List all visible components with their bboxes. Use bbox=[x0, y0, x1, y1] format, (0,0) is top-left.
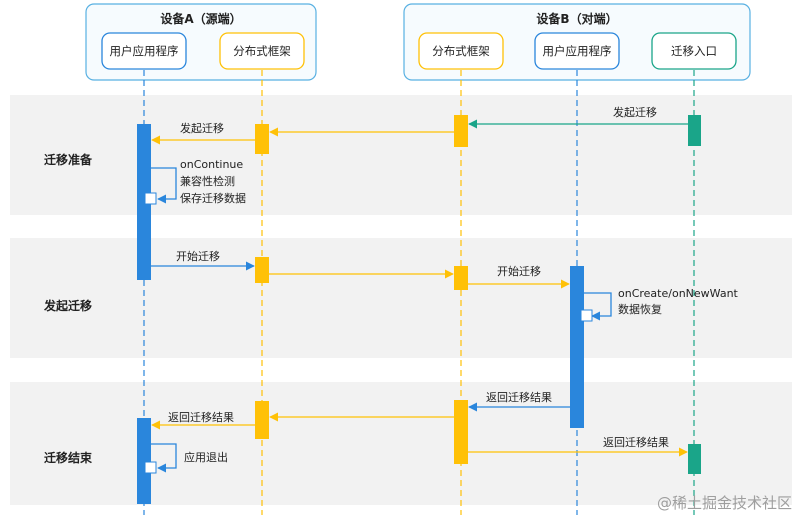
message-label-5: 返回迁移结果 bbox=[486, 391, 552, 404]
self-call-a-end-box bbox=[144, 461, 157, 474]
participant-b-fw-box bbox=[418, 32, 504, 70]
participant-b-app-box bbox=[534, 32, 620, 70]
self-call-a-prepare-line-1: onContinue bbox=[180, 158, 243, 171]
participant-b-entry-box bbox=[651, 32, 737, 70]
message-label-4: 开始迁移 bbox=[497, 264, 541, 278]
message-label-3: 开始迁移 bbox=[176, 249, 220, 263]
activation-b-app-1 bbox=[570, 266, 584, 428]
self-call-a-prepare-line-2: 兼容性检测 bbox=[180, 174, 235, 188]
participant-b-fw-label: 分布式框架 bbox=[432, 44, 490, 58]
activation-a-fw-3 bbox=[255, 401, 269, 439]
participant-b-app-label: 用户应用程序 bbox=[543, 44, 612, 58]
self-call-a-end-arrow bbox=[151, 443, 177, 473]
participant-b-entry-label: 迁移入口 bbox=[671, 44, 717, 58]
phase-band-prepare bbox=[10, 95, 792, 215]
self-call-a-end-line-1: 应用退出 bbox=[184, 450, 228, 464]
phase-label-end: 迁移结束 bbox=[44, 450, 93, 465]
participant-a-fw-label: 分布式框架 bbox=[233, 44, 291, 58]
phase-label-start: 发起迁移 bbox=[43, 298, 92, 313]
watermark: @稀土掘金技术社区 bbox=[657, 494, 792, 512]
self-call-b-start-arrow bbox=[584, 292, 612, 321]
activation-a-app-2 bbox=[137, 418, 151, 504]
message-label-1: 发起迁移 bbox=[613, 105, 657, 119]
message-label-2: 发起迁移 bbox=[180, 121, 224, 135]
phase-label-prepare: 迁移准备 bbox=[44, 152, 93, 167]
self-call-a-prepare-box bbox=[144, 192, 157, 205]
self-call-a-prepare-arrow bbox=[151, 167, 177, 204]
message-label-7: 返回迁移结果 bbox=[603, 436, 669, 449]
activation-a-fw-2 bbox=[255, 257, 269, 283]
participant-a-app-label: 用户应用程序 bbox=[110, 44, 179, 58]
activation-a-app-1 bbox=[137, 124, 151, 280]
activation-b-fw-2 bbox=[454, 266, 468, 290]
self-call-b-start-line-1: onCreate/onNewWant bbox=[618, 287, 739, 300]
device-b-title: 设备B（对端） bbox=[536, 11, 617, 26]
self-call-a-prepare-line-3: 保存迁移数据 bbox=[180, 191, 246, 205]
activation-a-fw-1 bbox=[255, 124, 269, 154]
participant-a-app-box bbox=[101, 32, 187, 70]
activation-b-fw-3 bbox=[454, 400, 468, 464]
device-a-title: 设备A（源端） bbox=[160, 11, 241, 26]
activation-b-entry-2 bbox=[688, 444, 701, 474]
activation-b-fw-1 bbox=[454, 115, 468, 147]
self-call-b-start-box bbox=[580, 309, 593, 322]
activation-b-entry-1 bbox=[688, 115, 701, 146]
message-label-6: 返回迁移结果 bbox=[168, 411, 234, 424]
phase-band-end bbox=[10, 382, 792, 505]
participant-a-fw-box bbox=[219, 32, 305, 70]
self-call-b-start-line-2: 数据恢复 bbox=[618, 302, 662, 316]
